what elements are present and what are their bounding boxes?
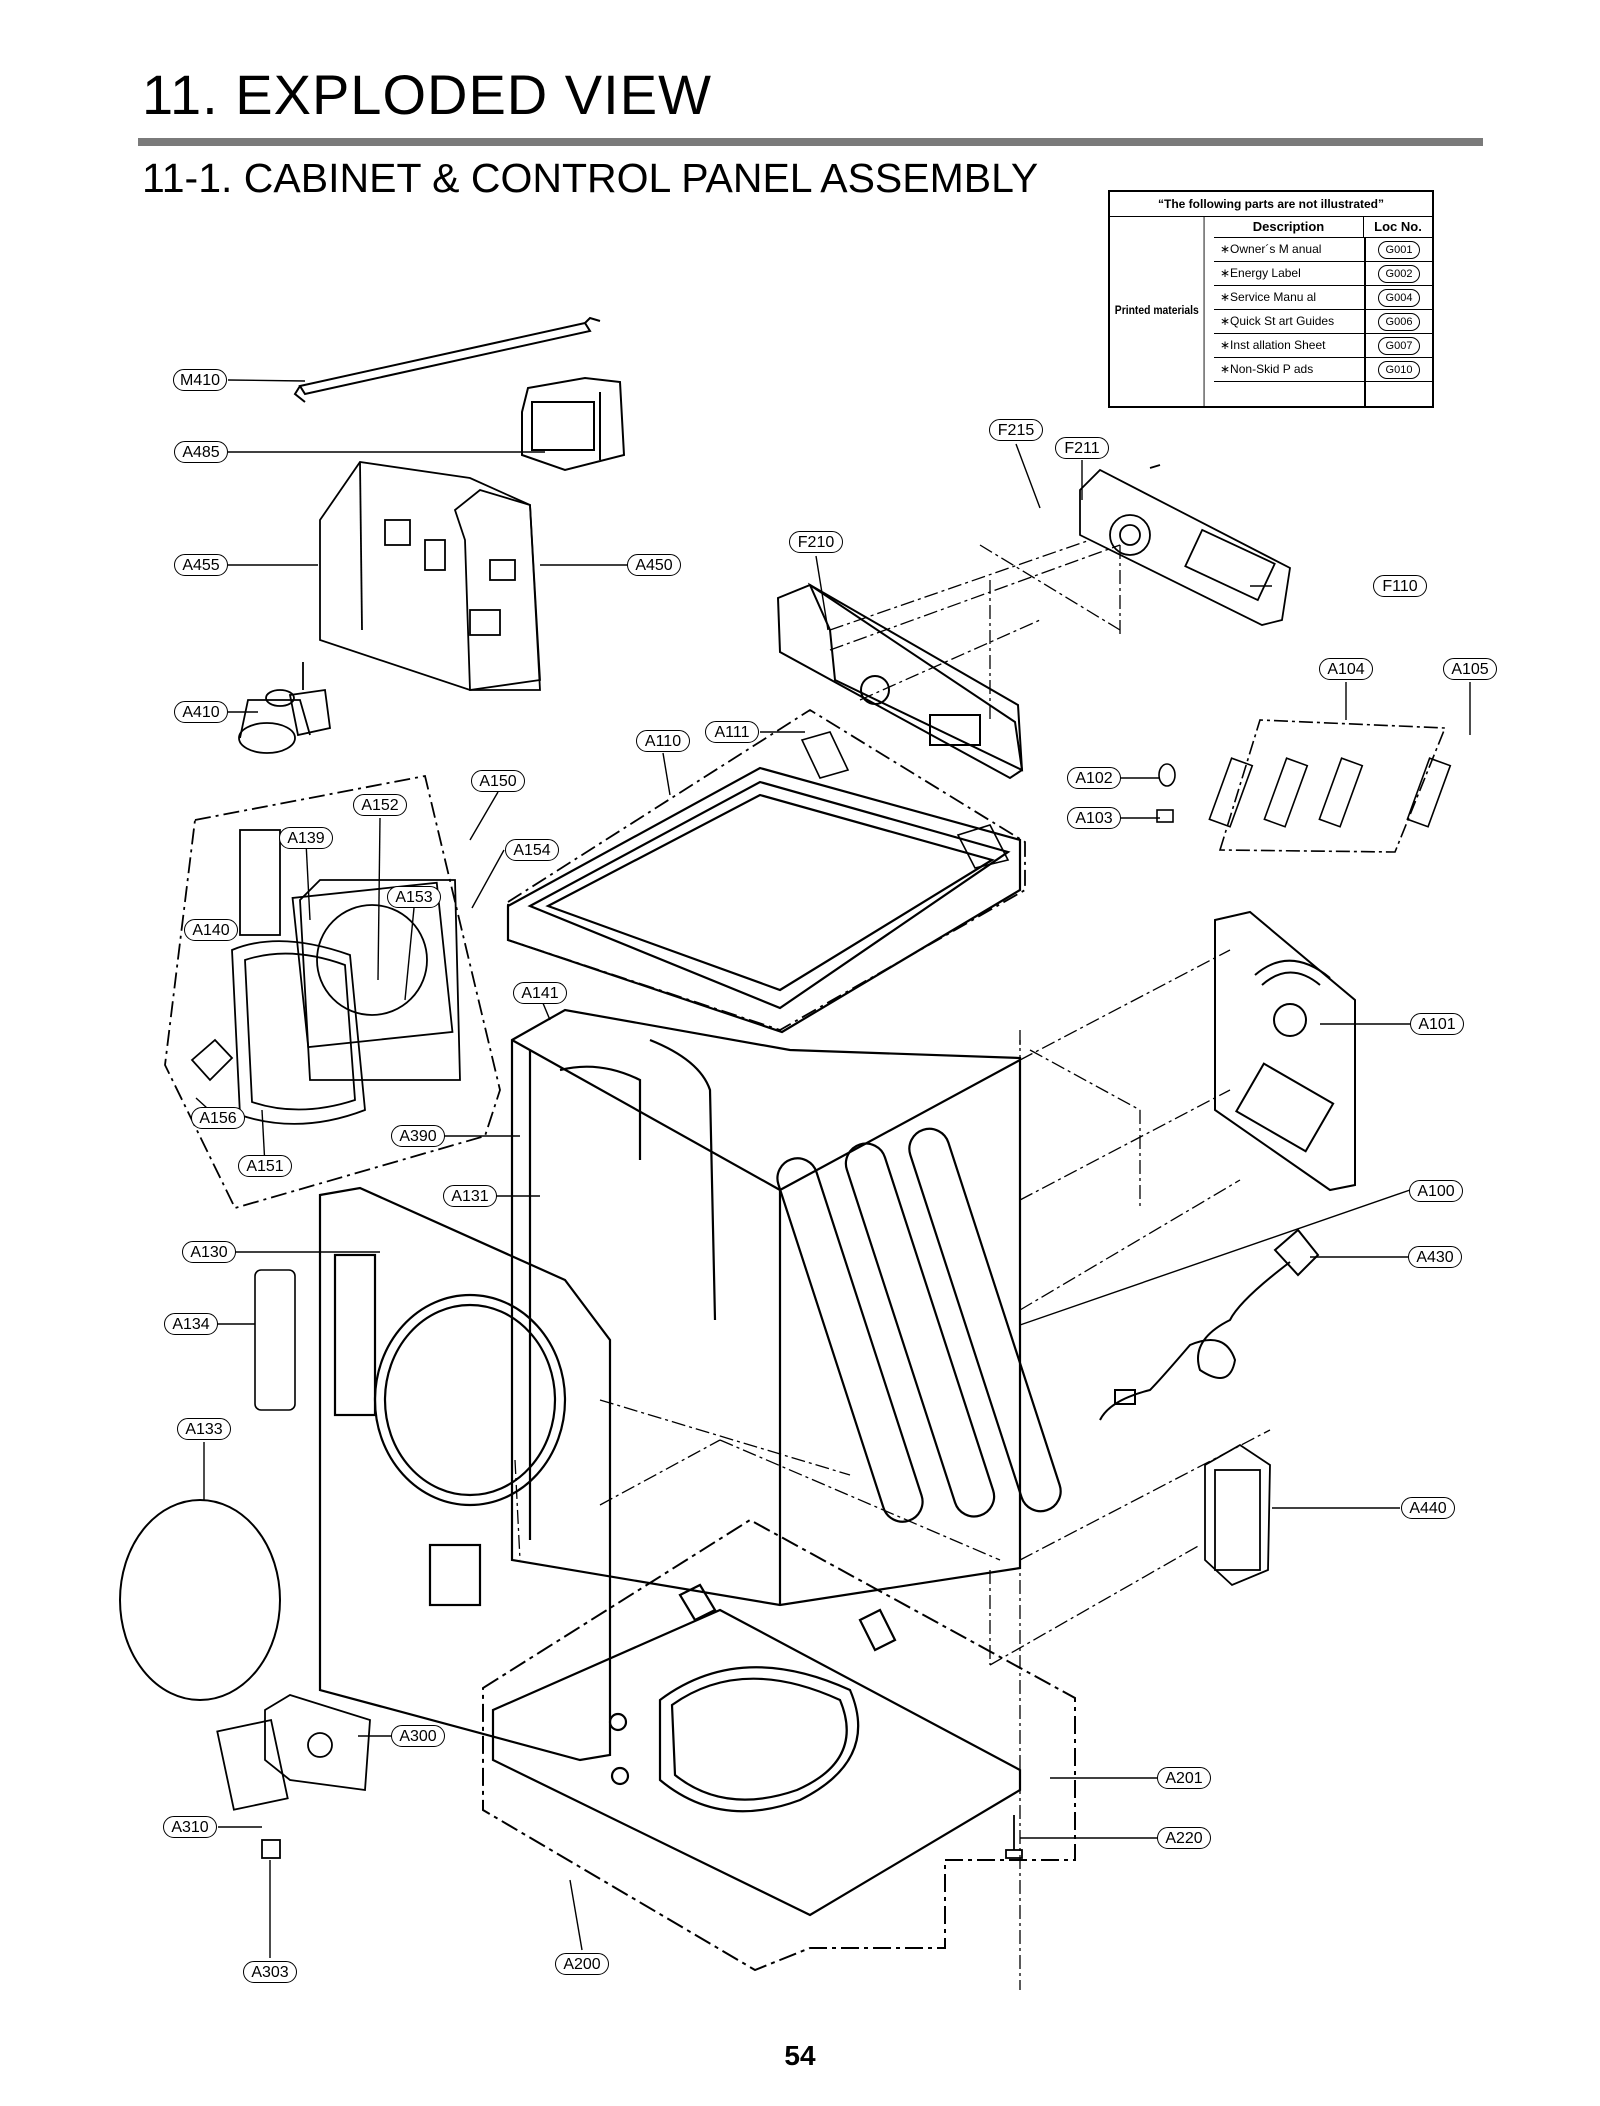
column-divider [1364,310,1366,333]
callout-A154: A154 [505,839,559,861]
table-heading: “The following parts are not illustrated… [1110,192,1432,217]
callout-A200: A200 [555,1953,609,1975]
column-divider [1364,382,1366,406]
callout-A151: A151 [238,1155,292,1177]
table-row: ∗Non-Skid P ads G010 [1214,358,1432,382]
callout-A102: A102 [1067,767,1121,789]
callout-A134: A134 [164,1313,218,1335]
table-row-empty [1214,382,1432,406]
category-printed-materials: Printed materials [1110,216,1205,406]
callout-A110: A110 [636,730,690,752]
callout-A133: A133 [177,1418,231,1440]
page-title: 11. EXPLODED VIEW [142,63,712,126]
callout-F210: F210 [789,531,843,553]
title-rule [138,138,1483,146]
callout-A300: A300 [391,1725,445,1747]
column-divider [1364,238,1366,261]
callout-A101: A101 [1410,1013,1464,1035]
callout-A131: A131 [443,1185,497,1207]
callout-A410: A410 [174,701,228,723]
row-loc-number: G007 [1378,337,1420,355]
table-row: ∗Owner´s M anual G001 [1214,238,1432,262]
callout-A153: A153 [387,886,441,908]
row-description: ∗Non-Skid P ads [1220,362,1314,376]
callout-A103: A103 [1067,807,1121,829]
callout-A390: A390 [391,1125,445,1147]
table-row: ∗Energy Label G002 [1214,262,1432,286]
callout-A150: A150 [471,770,525,792]
callout-A100: A100 [1409,1180,1463,1202]
callout-A156: A156 [191,1107,245,1129]
table-row: ∗Service Manu al G004 [1214,286,1432,310]
row-loc-number: G002 [1378,265,1420,283]
callout-A201: A201 [1157,1767,1211,1789]
callout-A139: A139 [279,827,333,849]
column-divider [1364,286,1366,309]
row-loc-number: G001 [1378,241,1420,259]
section-title: 11-1. CABINET & CONTROL PANEL ASSEMBLY [142,155,1039,201]
callout-A303: A303 [243,1961,297,1983]
row-loc-number: G006 [1378,313,1420,331]
column-header-loc: Loc No. [1364,216,1432,238]
table-row: ∗Inst allation Sheet G007 [1214,334,1432,358]
callout-A455: A455 [174,554,228,576]
parts-not-illustrated-table: “The following parts are not illustrated… [1108,190,1434,408]
row-description: ∗Service Manu al [1220,290,1317,304]
row-description: ∗Owner´s M anual [1220,242,1322,256]
callout-A440: A440 [1401,1497,1455,1519]
callout-A430: A430 [1408,1246,1462,1268]
page-number: 54 [784,2040,816,2071]
callout-A310: A310 [163,1816,217,1838]
row-description: ∗Energy Label [1220,266,1301,280]
column-divider [1364,358,1366,381]
callout-A140: A140 [184,919,238,941]
callout-A152: A152 [353,794,407,816]
callout-A104: A104 [1319,658,1373,680]
column-divider [1364,334,1366,357]
column-header-description: Description [1214,216,1364,238]
callout-A111: A111 [705,721,759,743]
callout-A450: A450 [627,554,681,576]
callout-F215: F215 [989,419,1043,441]
callout-A105: A105 [1443,658,1497,680]
callout-M410: M410 [173,369,227,391]
callout-F110: F110 [1373,575,1427,597]
callout-A130: A130 [182,1241,236,1263]
callout-A485: A485 [174,441,228,463]
table-row: ∗Quick St art Guides G006 [1214,310,1432,334]
callout-A141: A141 [513,982,567,1004]
callout-F211: F211 [1055,437,1109,459]
row-loc-number: G004 [1378,289,1420,307]
row-description: ∗Quick St art Guides [1220,314,1335,328]
column-divider [1364,262,1366,285]
row-loc-number: G010 [1378,361,1420,379]
callout-A220: A220 [1157,1827,1211,1849]
row-description: ∗Inst allation Sheet [1220,338,1326,352]
